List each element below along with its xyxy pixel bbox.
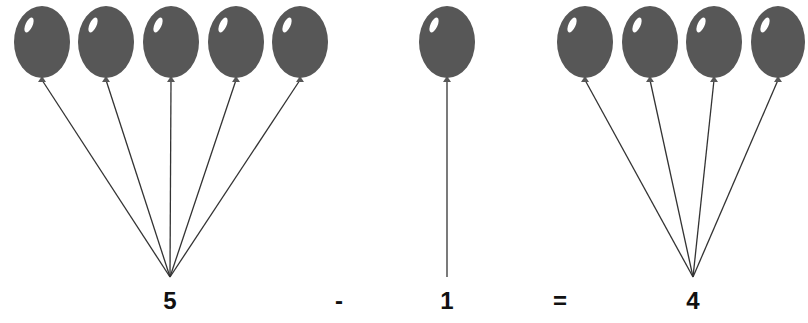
equation-number: 5 bbox=[163, 287, 176, 315]
balloon-highlight bbox=[630, 16, 643, 33]
balloon-string bbox=[693, 80, 778, 277]
balloon-highlight bbox=[151, 16, 164, 33]
balloon-highlight bbox=[427, 16, 440, 33]
balloon bbox=[751, 6, 805, 82]
balloon-knot bbox=[443, 76, 451, 82]
balloon-body bbox=[272, 6, 328, 78]
balloon-knot bbox=[102, 76, 110, 82]
balloon bbox=[557, 6, 613, 82]
balloon-highlight bbox=[216, 16, 229, 33]
balloon-knot bbox=[710, 76, 718, 82]
balloon-knot bbox=[167, 76, 175, 82]
balloon-knot bbox=[774, 76, 782, 82]
balloon-body bbox=[419, 6, 475, 78]
balloon-string bbox=[693, 80, 714, 277]
balloon bbox=[78, 6, 134, 82]
balloon-string bbox=[170, 80, 236, 277]
equation-number: 1 bbox=[440, 287, 453, 315]
balloon bbox=[686, 6, 742, 82]
balloon-knot bbox=[646, 76, 654, 82]
balloon-string bbox=[42, 80, 170, 277]
balloon bbox=[272, 6, 328, 82]
balloon bbox=[622, 6, 678, 82]
balloon-highlight bbox=[22, 16, 35, 33]
balloon-string bbox=[170, 80, 171, 277]
balloon-string bbox=[585, 80, 693, 277]
equation-operator: - bbox=[335, 287, 343, 315]
balloon-body bbox=[622, 6, 678, 78]
balloon-string bbox=[106, 80, 170, 277]
balloon-body bbox=[208, 6, 264, 78]
balloon-highlight bbox=[565, 16, 578, 33]
balloon-body bbox=[143, 6, 199, 78]
equation-number: 4 bbox=[686, 287, 699, 315]
balloon-knot bbox=[232, 76, 240, 82]
balloon-body bbox=[14, 6, 70, 78]
balloon bbox=[14, 6, 70, 82]
balloon-highlight bbox=[694, 16, 707, 33]
balloon bbox=[419, 6, 475, 82]
balloon-knot bbox=[581, 76, 589, 82]
balloon bbox=[143, 6, 199, 82]
balloon-strings bbox=[42, 80, 778, 277]
equation-operator: = bbox=[553, 287, 567, 315]
balloon-body bbox=[557, 6, 613, 78]
balloon-knot bbox=[38, 76, 46, 82]
balloon-string bbox=[650, 80, 693, 277]
balloon-highlight bbox=[280, 16, 293, 33]
balloon-string bbox=[446, 80, 447, 277]
balloon-highlight bbox=[758, 16, 771, 33]
balloon-body bbox=[751, 6, 805, 78]
balloon bbox=[208, 6, 264, 82]
balloon-body bbox=[78, 6, 134, 78]
balloon-string bbox=[170, 80, 300, 277]
balloon-highlight bbox=[86, 16, 99, 33]
balloon-body bbox=[686, 6, 742, 78]
balloon-knot bbox=[296, 76, 304, 82]
